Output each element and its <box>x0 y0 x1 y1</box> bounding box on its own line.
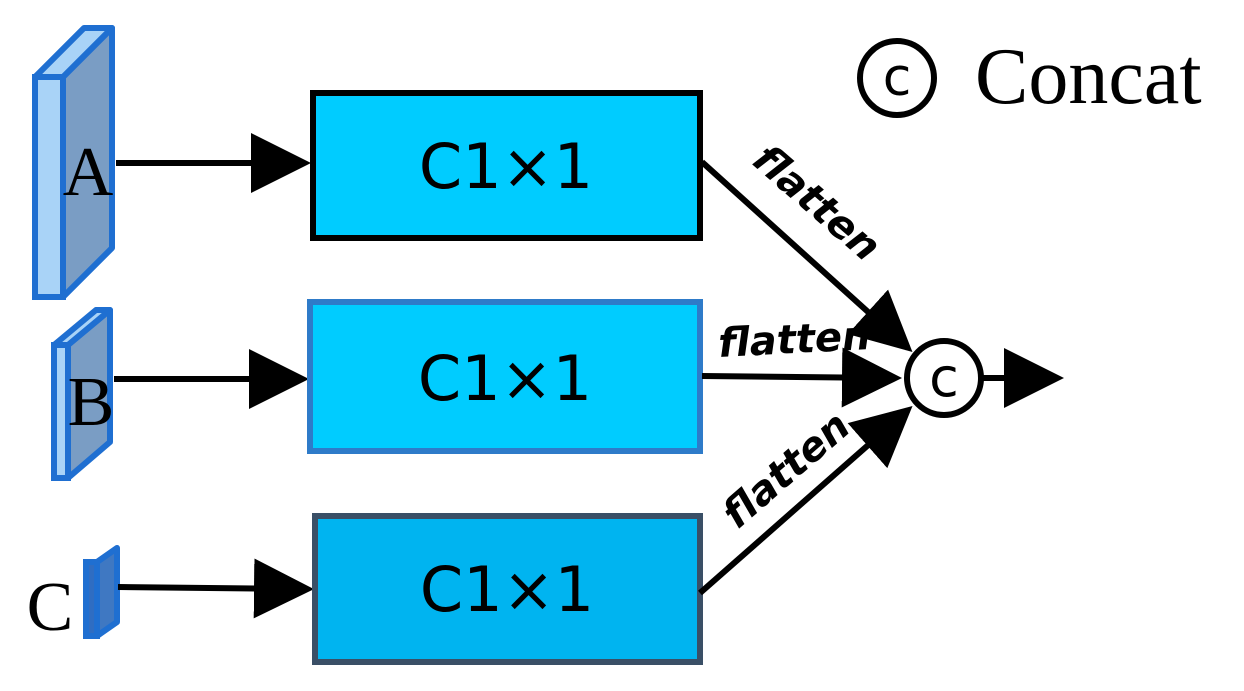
input-label-b: B <box>68 364 115 441</box>
concat-node: c <box>904 338 984 418</box>
input-label-a: A <box>63 134 114 211</box>
conv-c-label: C1×1 <box>420 553 594 626</box>
edge-b-to-concat <box>701 347 902 408</box>
conv-block-a: C1×1 <box>310 90 703 241</box>
legend-concat-symbol: c <box>883 48 912 108</box>
edge-label-flatten-a: flatten <box>744 136 889 271</box>
conv-c-box <box>312 513 703 665</box>
input-label-c: C <box>27 569 74 646</box>
conv-block-c: C1×1 <box>312 513 703 665</box>
concat-node-symbol: c <box>929 346 959 409</box>
legend-label: Concat <box>975 33 1202 121</box>
conv-a-label: C1×1 <box>419 130 593 203</box>
conv-a-box <box>310 90 703 241</box>
tensor-c-front <box>83 559 100 639</box>
input-tensor-b: B <box>51 307 115 481</box>
input-tensor-a: A <box>32 25 115 300</box>
input-tensor-c: C <box>27 545 120 646</box>
conv-b-label: C1×1 <box>418 342 592 415</box>
edge-label-flatten-b: flatten <box>717 313 872 367</box>
arrow-c-to-conv <box>117 558 314 619</box>
legend-concat-symbol-circle <box>857 38 937 118</box>
conv-block-b: C1×1 <box>307 299 703 454</box>
edge-c-to-concat <box>698 406 913 596</box>
conv-b-box <box>307 299 703 454</box>
legend: c Concat <box>857 33 1202 121</box>
tensor-a-front <box>32 74 66 300</box>
concat-node-circle <box>904 338 984 418</box>
tensor-b-front <box>51 342 71 481</box>
edge-a-to-concat <box>699 159 913 353</box>
